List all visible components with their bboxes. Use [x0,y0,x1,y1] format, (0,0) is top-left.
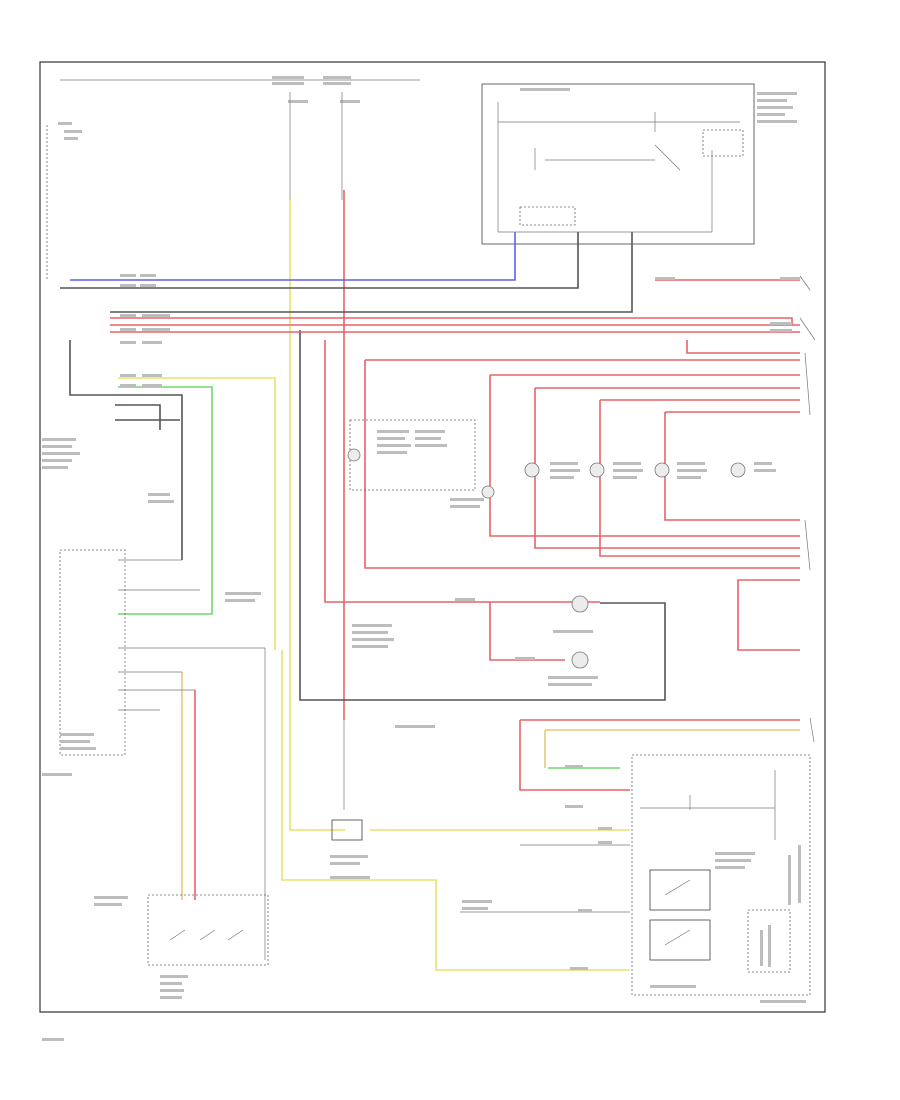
left-modules [42,438,266,960]
relay-block [481,83,797,245]
black-bus-1 [60,232,579,289]
blue-wire [70,232,516,281]
black-ground-loop [299,330,666,701]
black-relay-lead [110,232,633,313]
right-connector-ticks [799,275,816,743]
red-bus-15 [664,412,800,521]
black-bus-3 [115,404,161,430]
red-bus-16 [324,340,600,603]
yellow-lower-wire [281,650,630,971]
diagram-frame [39,61,826,1013]
bottom-left-switch [94,894,269,999]
red-lower-right [737,579,800,651]
red-bus-7 [364,360,800,569]
red-bus-17 [489,602,565,661]
wire-tags [42,274,800,1041]
red-bus-5 [686,340,800,354]
red-trunk-loop [519,720,630,791]
red-bus-11 [534,388,800,549]
red-bus-2 [110,317,793,325]
lamp-cluster [347,419,776,686]
green-wire-1 [118,386,213,615]
middle-connector [330,624,630,913]
red-bus-13 [599,400,800,557]
black-bus-2 [69,340,183,560]
yellow-branch-wire [118,377,276,650]
control-unit [631,754,811,1003]
yellow-feed-wire [289,200,345,831]
red-bus-9 [489,375,800,537]
top-fuse-labels [58,76,360,200]
